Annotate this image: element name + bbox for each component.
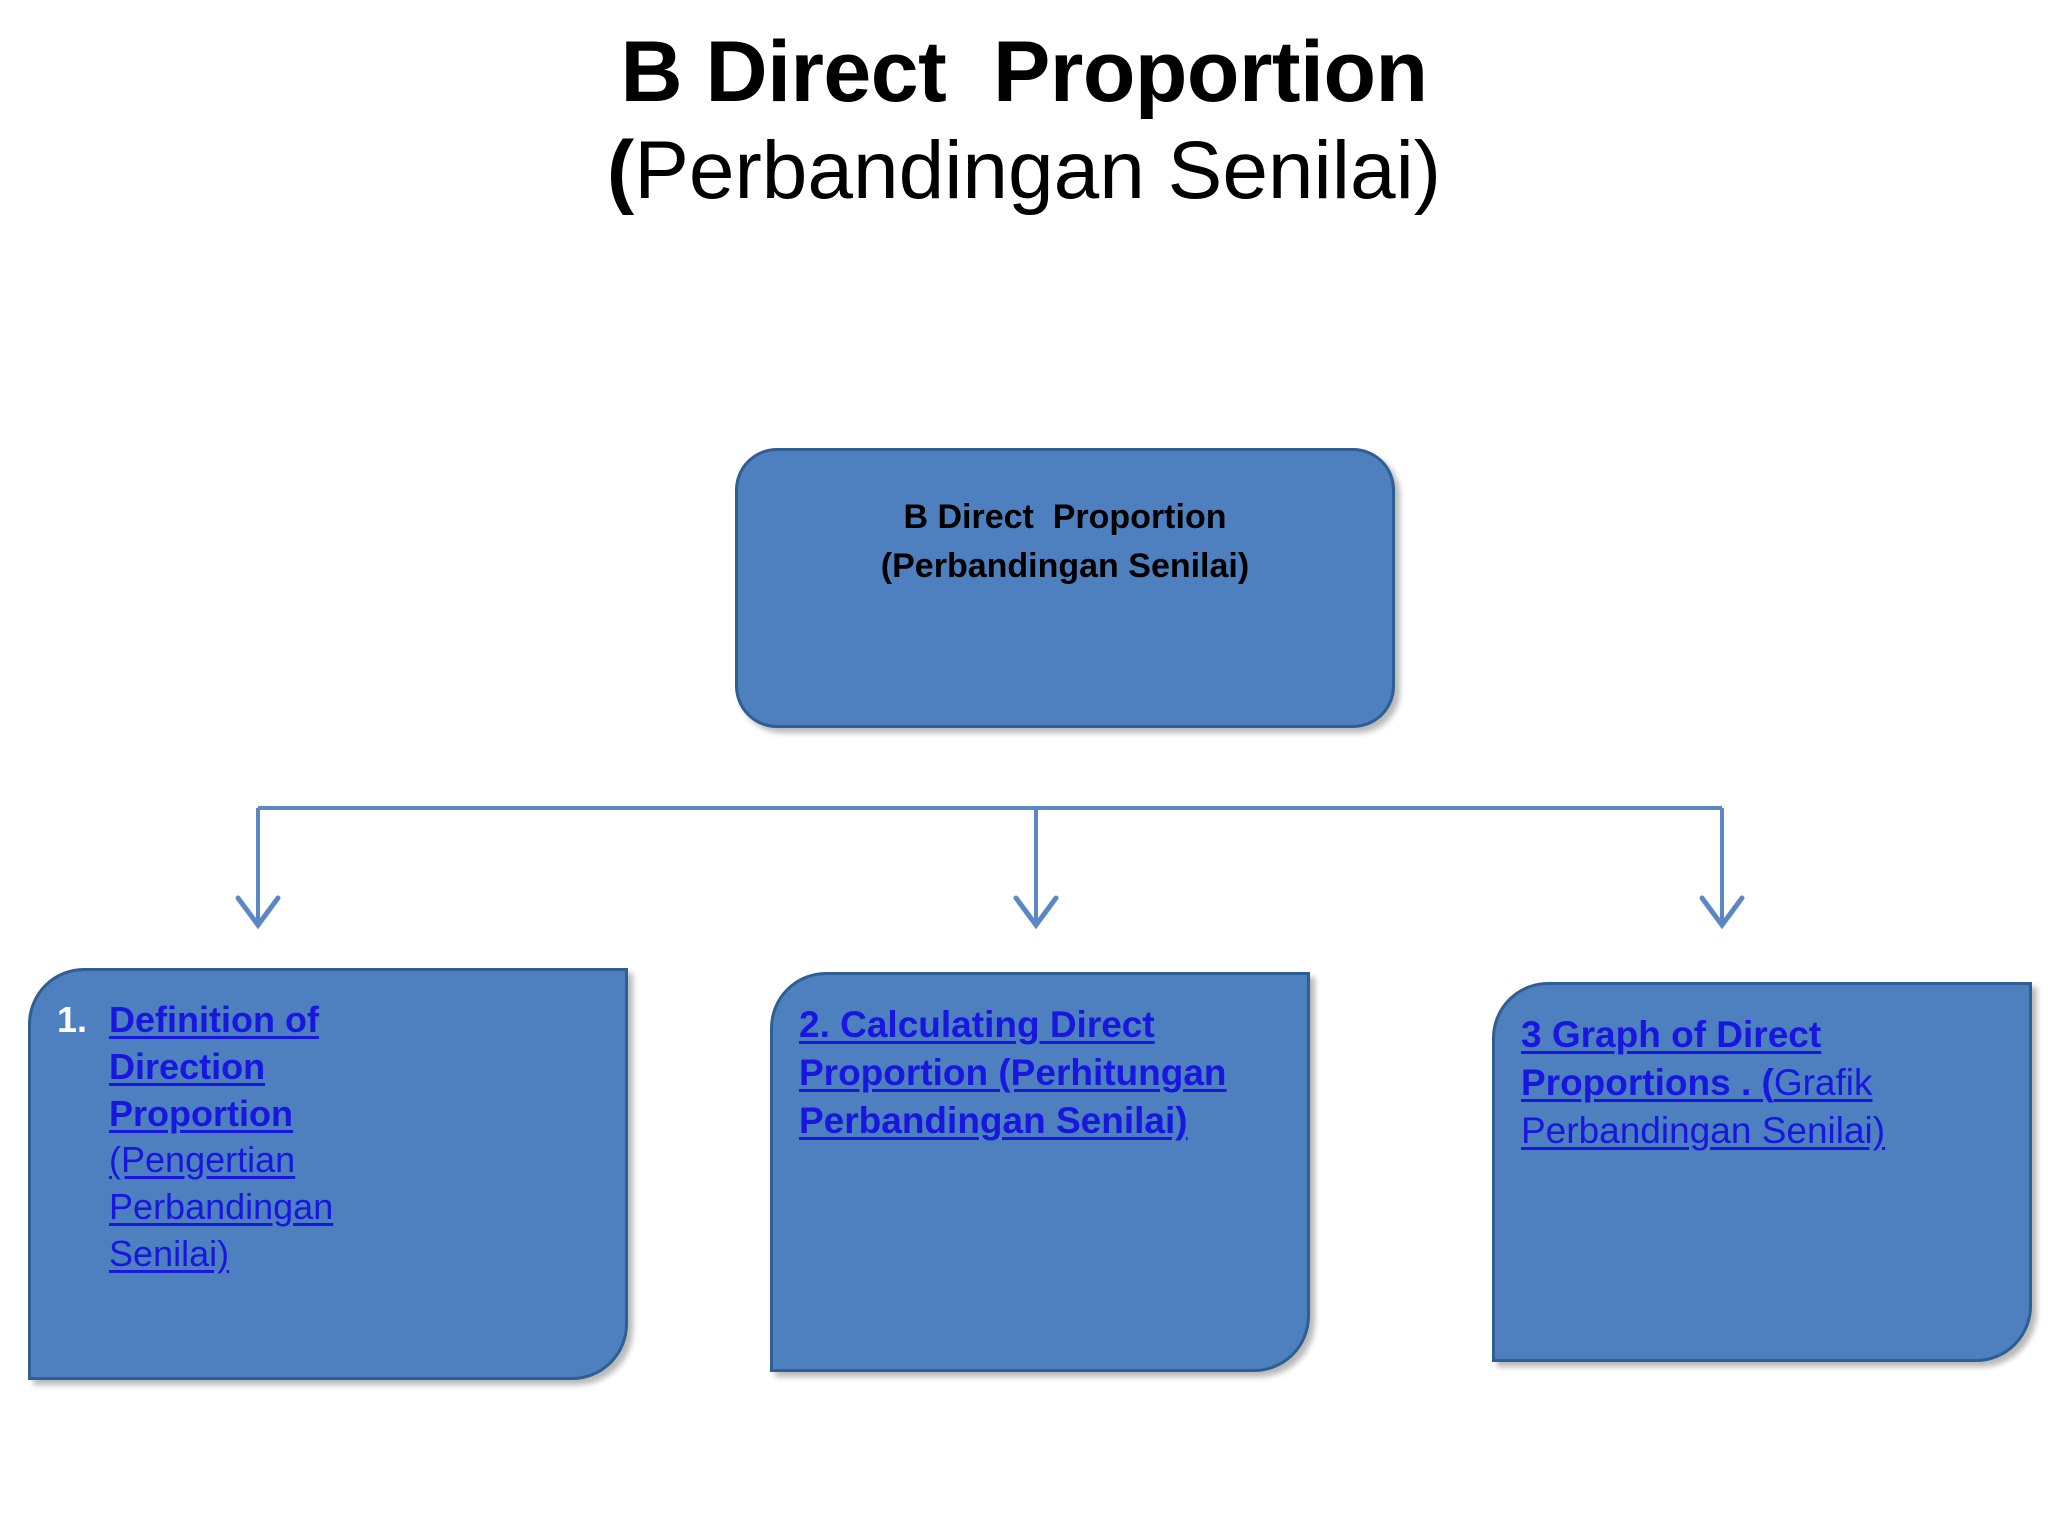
child-node-2-link[interactable]: 2. Calculating Direct Proportion (Perhit… <box>799 1001 1269 1145</box>
child-node-2-content: 2. Calculating Direct Proportion (Perhit… <box>799 1001 1277 1145</box>
child-node-3-link[interactable]: 3 Graph of Direct Proportions . (Grafik … <box>1521 1011 1991 1155</box>
child-node-3-content: 3 Graph of Direct Proportions . (Grafik … <box>1521 1011 1999 1155</box>
child-node-1-link-bold: Definition of Direction Proportion <box>109 999 319 1134</box>
child-node-1-link[interactable]: Definition of Direction Proportion (Peng… <box>109 997 409 1278</box>
child-node-1-link-regular: (Pengertian Perbandingan Senilai) <box>109 1139 334 1274</box>
child-node-3-link-bold: 3 Graph of Direct Proportions . ( <box>1521 1014 1822 1104</box>
child-node-1-marker: 1. <box>57 999 88 1040</box>
page-title-subtitle-text: Perbandingan Senilai) <box>634 125 1442 217</box>
child-node-graph[interactable]: 3 Graph of Direct Proportions . (Grafik … <box>1492 982 2032 1362</box>
child-node-definition[interactable]: 1. Definition of Direction Proportion (P… <box>28 968 628 1380</box>
child-node-2-link-bold: 2. Calculating Direct Proportion (Perhit… <box>799 1004 1227 1142</box>
root-node-line-2: (Perbandingan Senilai) <box>880 547 1250 586</box>
page-title-open-paren: ( <box>606 125 635 217</box>
page-title-line-2: (Perbandingan Senilai) <box>0 123 2048 220</box>
root-node[interactable]: B Direct Proportion (Perbandingan Senila… <box>735 448 1395 728</box>
child-node-1-content: 1. Definition of Direction Proportion (P… <box>57 997 595 1278</box>
child-node-3-link-regular: Grafik Perbandingan Senilai) <box>1521 1062 1886 1152</box>
page-title: B Direct Proportion (Perbandingan Senila… <box>0 22 2048 220</box>
root-node-text: B Direct Proportion (Perbandingan Senila… <box>881 493 1249 592</box>
root-node-line-1: B Direct Proportion <box>903 498 1227 536</box>
page-title-line-1: B Direct Proportion <box>620 24 1428 120</box>
child-node-calculating[interactable]: 2. Calculating Direct Proportion (Perhit… <box>770 972 1310 1372</box>
